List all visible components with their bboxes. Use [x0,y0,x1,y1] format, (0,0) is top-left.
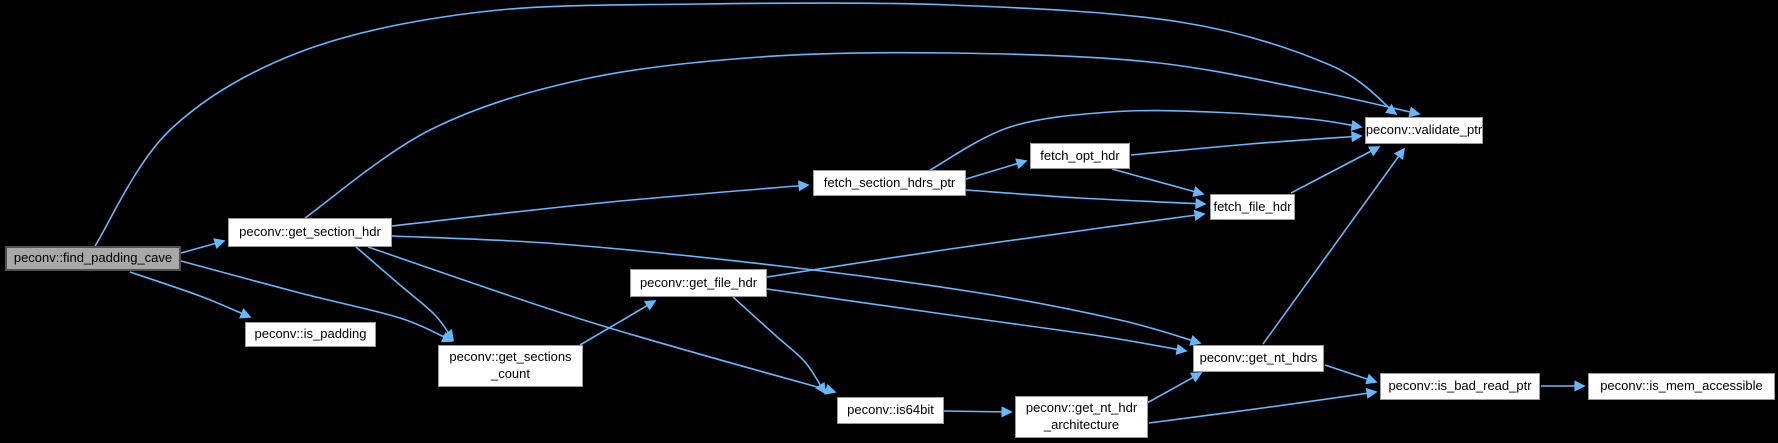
node-label: peconv::get_nt_hdrs [1199,350,1318,366]
node-get-sections-count[interactable]: peconv::get_sections _count [438,345,583,387]
edge-get-nt-hdrs-to-validate-ptr [1262,147,1405,345]
node-fetch-opt-hdr[interactable]: fetch_opt_hdr [1030,143,1130,169]
edge-get-section-hdr-to-get-sections-count [355,246,454,342]
edge-get-file-hdr-to-fetch-file-hdr [766,209,1206,278]
node-label: peconv::is_mem_accessible [1600,378,1763,394]
edge-fetch-opt-hdr-to-fetch-file-hdr [1111,168,1205,197]
node-label: fetch_file_hdr [1213,198,1292,214]
node-label: peconv::get_sections _count [449,349,572,381]
node-is-padding[interactable]: peconv::is_padding [245,322,376,347]
edge-fetch-file-hdr-to-validate-ptr [1290,146,1381,194]
node-label: peconv::is_bad_read_ptr [1388,378,1532,394]
node-label: peconv::validate_ptr [1365,122,1483,138]
edge-get-nt-hdr-architecture-to-is-bad-read-ptr [1148,387,1378,424]
edge-get-section-hdr-to-is64bit [367,246,837,395]
edge-get-file-hdr-to-is64bit [732,296,826,395]
edge-get-file-hdr-to-get-nt-hdrs [766,288,1188,355]
edge-fetch-section-hdrs-ptr-to-fetch-file-hdr [965,189,1207,210]
edge-get-section-hdr-to-fetch-section-hdrs-ptr [391,180,810,227]
edge-fetch-section-hdrs-ptr-to-fetch-opt-hdr [965,158,1028,180]
node-get-file-hdr[interactable]: peconv::get_file_hdr [630,269,767,297]
node-label: fetch_section_hdrs_ptr [823,174,956,190]
edge-find-padding-cave-to-get-sections-count [180,260,454,343]
node-label: fetch_opt_hdr [1040,147,1120,163]
node-label: peconv::is_padding [254,326,367,342]
node-label: peconv::get_nt_hdr _architecture [1025,400,1138,432]
node-validate-ptr[interactable]: peconv::validate_ptr [1365,117,1483,144]
node-find-padding-cave[interactable]: peconv::find_padding_cave [5,246,181,271]
node-fetch-file-hdr[interactable]: fetch_file_hdr [1210,194,1295,220]
edge-get-nt-hdrs-to-is-bad-read-ptr [1324,364,1378,385]
node-label: peconv::find_padding_cave [13,250,173,266]
edge-get-section-hdr-to-validate-ptr [304,51,1421,219]
edge-is64bit-to-get-nt-hdr-architecture [943,406,1013,418]
node-is64bit[interactable]: peconv::is64bit [837,397,944,424]
node-label: peconv::is64bit [847,402,934,418]
edge-fetch-opt-hdr-to-validate-ptr [1130,131,1363,156]
edge-fetch-section-hdrs-ptr-to-validate-ptr [929,109,1363,171]
node-is-mem-accessible[interactable]: peconv::is_mem_accessible [1588,373,1775,400]
node-get-nt-hdrs[interactable]: peconv::get_nt_hdrs [1193,345,1324,372]
node-get-nt-hdr-architecture[interactable]: peconv::get_nt_hdr _architecture [1015,396,1148,438]
edge-get-sections-count-to-get-file-hdr [579,300,657,346]
edge-get-section-hdr-to-get-nt-hdrs [391,235,1202,346]
edge-find-padding-cave-to-is-padding [129,271,252,319]
node-is-bad-read-ptr[interactable]: peconv::is_bad_read_ptr [1380,373,1540,400]
edge-find-padding-cave-to-validate-ptr [94,2,1398,247]
node-label: peconv::get_section_hdr [239,224,381,240]
node-label: peconv::get_file_hdr [639,274,758,290]
node-fetch-section-hdrs-ptr[interactable]: fetch_section_hdrs_ptr [813,170,966,196]
edge-find-padding-cave-to-get-section-hdr [180,238,226,254]
node-get-section-hdr[interactable]: peconv::get_section_hdr [228,218,392,247]
edge-get-nt-hdr-architecture-to-get-nt-hdrs [1146,372,1203,404]
